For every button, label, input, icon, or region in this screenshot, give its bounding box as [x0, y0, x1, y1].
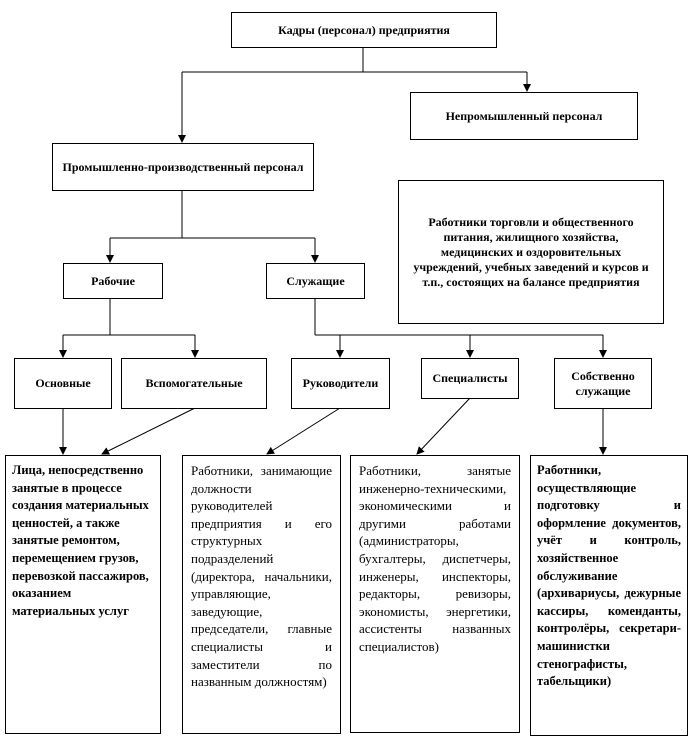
auxiliary-workers-box: Вспомогательные	[121, 358, 267, 409]
specialists-box: Специалисты	[421, 358, 519, 399]
proper-employees-description: Работники, осуществляющие подготовку и о…	[530, 455, 688, 736]
main-workers-box: Основные	[14, 358, 112, 409]
proper-employees-box: Собственно служащие	[554, 358, 652, 409]
managers-description: Работники, занимающие должности руководи…	[182, 455, 341, 734]
non-industrial-detail-box: Работники торговли и общественного питан…	[398, 180, 664, 324]
non-industrial-box: Непромышленный персонал	[410, 92, 638, 140]
title-box: Кадры (персонал) предприятия	[231, 12, 497, 48]
specialists-description: Работники, занятые инженерно-техническим…	[350, 455, 520, 733]
industrial-box: Промышленно-производственный персонал	[52, 143, 314, 191]
workers-box: Рабочие	[63, 263, 163, 299]
employees-box: Служащие	[266, 263, 365, 299]
managers-box: Руководители	[291, 358, 390, 409]
workers-description: Лица, непосредственно занятые в процессе…	[5, 455, 161, 734]
